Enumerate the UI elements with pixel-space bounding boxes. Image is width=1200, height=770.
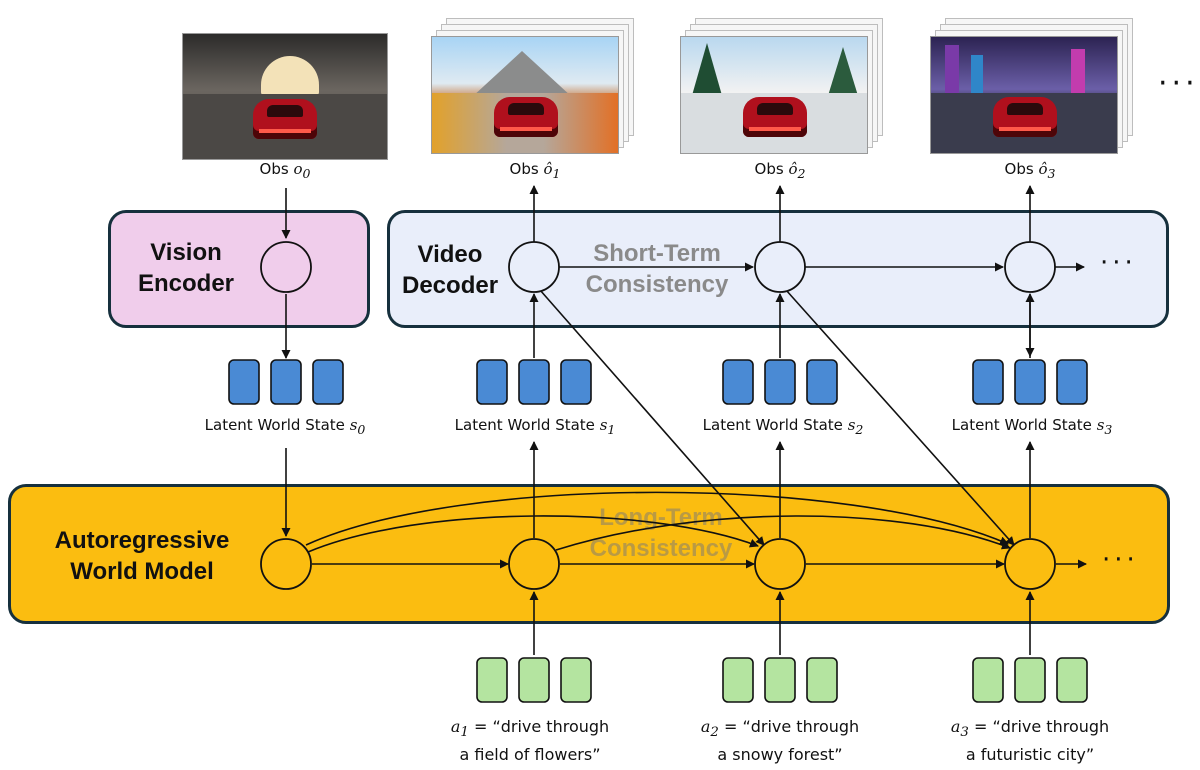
latent-block [722, 359, 754, 405]
mountain [472, 51, 572, 97]
latent-block [518, 359, 550, 405]
arc-world0-to-world3 [305, 491, 1009, 546]
video-decoder-label: Video Decoder [402, 241, 499, 299]
action-block [476, 657, 508, 703]
arc-world1-to-world3 [555, 515, 1011, 551]
car-0 [253, 99, 317, 139]
car-3 [993, 97, 1057, 137]
world-node-2 [754, 538, 806, 590]
tree-right [827, 47, 859, 99]
action-block [972, 657, 1004, 703]
tower-3 [1071, 49, 1085, 101]
latent-caption-1: Latent World State s1 [454, 416, 616, 437]
action-block [1056, 657, 1088, 703]
latent-block [476, 359, 508, 405]
latent-block [228, 359, 260, 405]
obs-caption-2: Obs ô2 [754, 160, 806, 181]
action-block [560, 657, 592, 703]
vision-encoder-label: Vision Encoder [137, 239, 235, 297]
encoder-node [260, 241, 312, 293]
short-term-consistency-label: Short-Term Consistency [585, 240, 729, 298]
world-node-0 [260, 538, 312, 590]
action-block [722, 657, 754, 703]
world-model-box: Autoregressive World Model [8, 484, 1170, 624]
decoder-node-2 [754, 241, 806, 293]
long-term-consistency-label: Long-Term Consistency [589, 504, 733, 562]
latent-block [560, 359, 592, 405]
observation-ellipsis: ··· [1158, 66, 1199, 101]
decoder-ellipsis: ··· [1100, 248, 1137, 278]
obs-caption-3: Obs ô3 [1004, 160, 1056, 181]
world-model-label: Autoregressive World Model [54, 527, 230, 585]
decoder-node-1 [508, 241, 560, 293]
obs-caption-0: Obs o0 [259, 160, 311, 181]
action-block [518, 657, 550, 703]
latent-caption-0: Latent World State s0 [204, 416, 366, 437]
latent-block [1014, 359, 1046, 405]
action-block [806, 657, 838, 703]
observation-image-1 [431, 36, 619, 154]
latent-block [1056, 359, 1088, 405]
observation-image-2 [680, 36, 868, 154]
arc-world0-to-world2 [307, 515, 759, 553]
world-node-3 [1004, 538, 1056, 590]
tunnel-light [261, 56, 319, 96]
arrow-dec2-to-world3 [785, 289, 1015, 546]
obs-caption-1: Obs ô1 [509, 160, 561, 181]
world-node-1 [508, 538, 560, 590]
observation-image-3 [930, 36, 1118, 154]
tower-1 [945, 45, 959, 101]
world-model-ellipsis: ··· [1102, 545, 1139, 575]
latent-block [972, 359, 1004, 405]
action-block [764, 657, 796, 703]
tree-left [691, 43, 723, 99]
latent-block [312, 359, 344, 405]
arrow-dec1-to-world2 [539, 289, 765, 546]
vision-encoder-box: Vision Encoder [108, 210, 370, 328]
latent-block [764, 359, 796, 405]
car-1 [494, 97, 558, 137]
latent-block [806, 359, 838, 405]
tower-2 [971, 55, 983, 101]
latent-caption-3: Latent World State s3 [951, 416, 1113, 437]
car-2 [743, 97, 807, 137]
decoder-node-3 [1004, 241, 1056, 293]
latent-block [270, 359, 302, 405]
latent-caption-2: Latent World State s2 [702, 416, 864, 437]
action-block [1014, 657, 1046, 703]
observation-image-0 [182, 33, 388, 160]
